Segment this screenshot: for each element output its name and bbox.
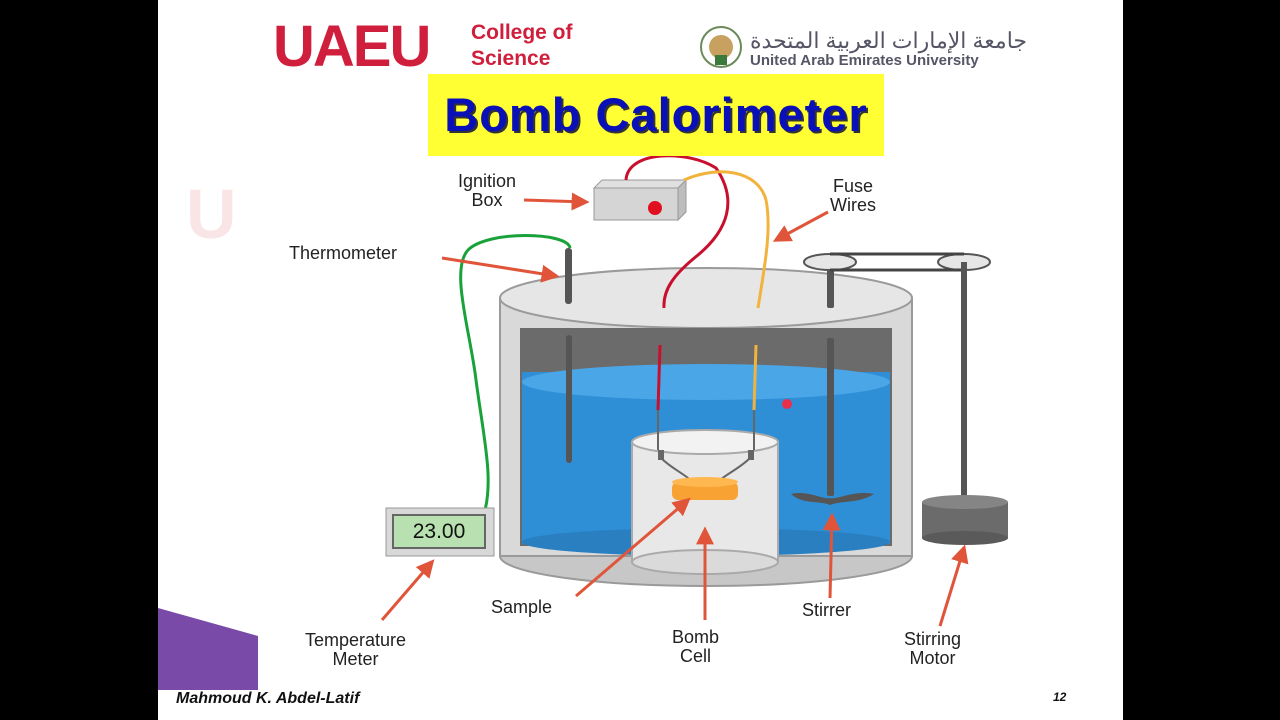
label-fuse-line-2: Wires [830,195,876,215]
college-line-2: Science [471,47,551,70]
college-line-1: College of [471,21,573,44]
university-name-arabic: جامعة الإمارات العربية المتحدة [750,28,1027,53]
thermometer-cable [459,234,572,515]
footer-strip [158,690,458,720]
diagram-canvas: U [158,26,1008,720]
stirring-motor [922,495,1008,545]
uaeu-logo: UAEU [273,14,431,79]
arrow-fuse-wires [772,210,829,242]
meter-display: 23.00 [392,514,486,549]
label-temp-line-2: Meter [332,649,379,669]
label-temp-line-1: Temperature [305,630,407,650]
university-emblem-icon [700,26,742,68]
page-number: 12 [1053,690,1067,704]
yellow-fuse-wire-inner [752,344,758,411]
pulley-belt [803,252,991,500]
arrow-sample [575,497,691,598]
label-sample: Sample [491,597,553,617]
slide: UAEU College of Science U [158,0,1123,720]
label-bomb-cell: Bomb Cell [672,628,719,666]
slide-title: Bomb Calorimeter [444,88,868,141]
label-ignition-line-2: Box [471,190,503,210]
ignition-box [592,178,688,222]
college-name: College of Science [471,20,573,72]
arrow-stirrer [822,512,841,599]
marker-dot [782,399,792,409]
label-bomb-line-2: Cell [680,646,712,666]
red-fuse-wire [624,154,730,309]
watermark-logo: U [186,175,237,253]
arrow-ignition-box [523,192,590,211]
red-fuse-wire-inner [656,344,662,411]
label-fuse-wires: Fuse Wires [830,177,876,215]
arrow-temperature-meter [380,559,435,621]
corner-accent [158,608,258,690]
author-name: Mahmoud K. Abdel-Latif [176,690,360,707]
label-ignition-box: Ignition Box [458,172,516,210]
annotation-arrows [380,192,969,627]
yellow-fuse-wire [683,170,770,309]
label-stirrer: Stirrer [802,600,851,620]
label-temperature-meter: Temperature Meter [305,631,406,669]
label-motor-line-1: Stirring [904,629,962,649]
arrow-stirring-motor [938,544,969,627]
arrow-thermometer [441,256,560,283]
label-stirring-motor: Stirring Motor [904,630,961,668]
thermometer [565,248,572,463]
ignition-button-icon [648,201,662,215]
sample [672,477,738,500]
label-motor-line-2: Motor [909,648,956,668]
university-name-english: United Arab Emirates University [750,52,979,69]
title-box: Bomb Calorimeter [428,74,884,156]
label-bomb-line-1: Bomb [672,627,720,647]
stirrer [791,262,874,505]
label-fuse-line-1: Fuse [832,176,874,196]
label-thermometer: Thermometer [289,243,398,263]
label-ignition-line-1: Ignition [458,171,517,191]
